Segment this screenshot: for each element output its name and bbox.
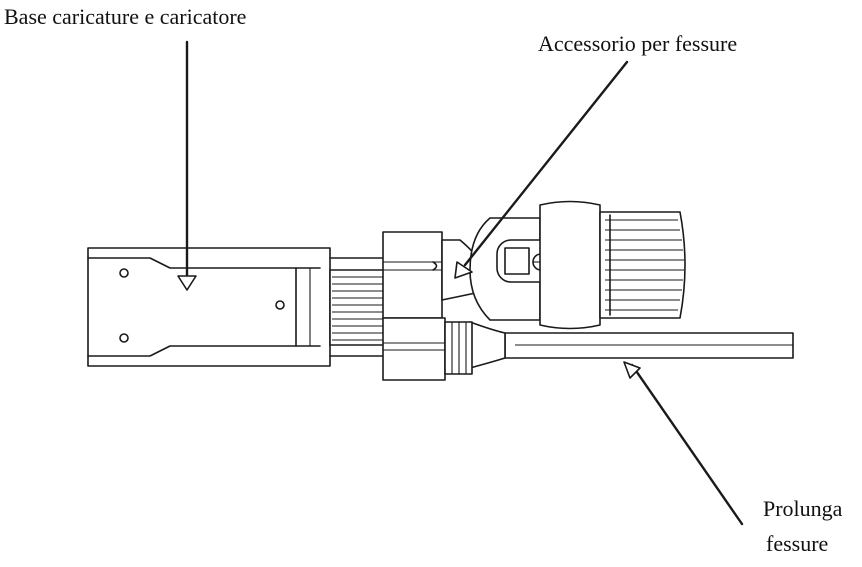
label-extension-line2: fessure xyxy=(766,531,829,556)
arrow-extension xyxy=(623,361,744,526)
arrow-base xyxy=(177,40,197,291)
arrow-accessory xyxy=(454,60,629,279)
label-crevice-accessory: Accessorio per fessure xyxy=(538,31,738,56)
label-charging-base: Base caricature e caricatore xyxy=(4,4,247,29)
charging-base xyxy=(87,247,386,367)
lower-coupling xyxy=(382,317,473,381)
motor-cap xyxy=(539,200,686,330)
label-extension-line1: Prolunga xyxy=(763,496,843,521)
slot-extension-tube xyxy=(469,321,794,369)
ribbed-grip xyxy=(329,269,386,346)
